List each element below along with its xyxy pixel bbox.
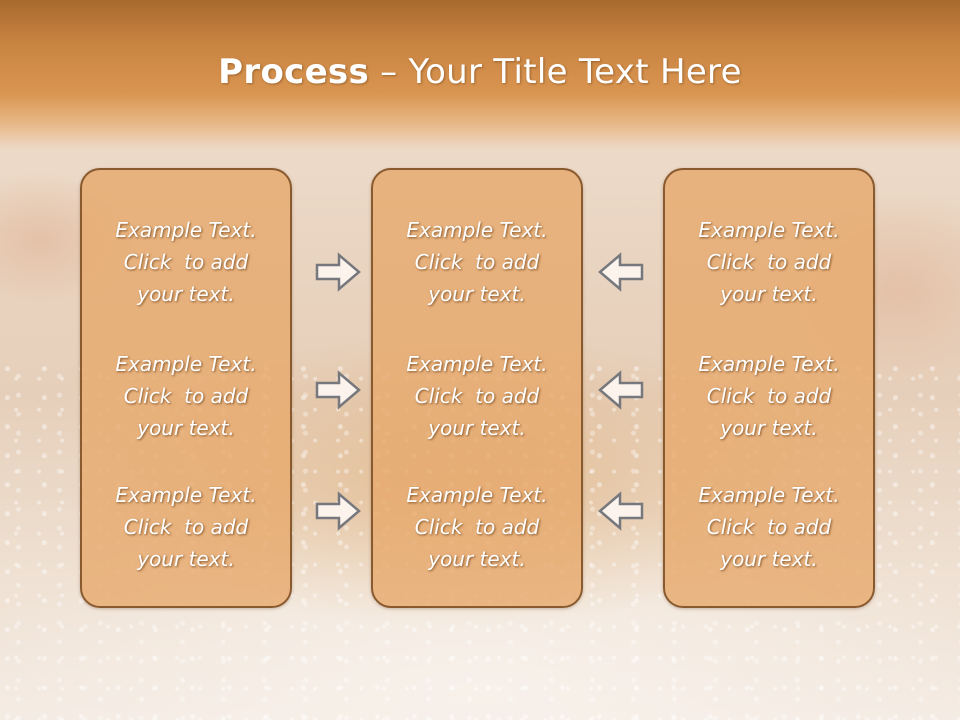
text-line: Click to add	[414, 384, 540, 408]
text-line: Example Text.	[698, 483, 840, 507]
text-line: Click to add	[123, 250, 249, 274]
text-block[interactable]: Example Text. Click to add your text.	[82, 214, 290, 310]
text-line: Click to add	[123, 515, 249, 539]
text-line: Example Text.	[115, 218, 257, 242]
right-arrow-icon[interactable]	[315, 252, 361, 292]
text-block[interactable]: Example Text. Click to add your text.	[373, 479, 581, 575]
text-block[interactable]: Example Text. Click to add your text.	[82, 348, 290, 444]
text-block[interactable]: Example Text. Click to add your text.	[373, 214, 581, 310]
text-line: Example Text.	[698, 218, 840, 242]
text-line: Click to add	[414, 515, 540, 539]
right-arrow-icon[interactable]	[315, 491, 361, 531]
left-arrow-icon[interactable]	[598, 491, 644, 531]
text-line: Click to add	[706, 515, 832, 539]
text-line: Click to add	[414, 250, 540, 274]
text-line: your text.	[137, 416, 235, 440]
text-line: your text.	[428, 416, 526, 440]
text-block[interactable]: Example Text. Click to add your text.	[373, 348, 581, 444]
slide-title[interactable]: Process – Your Title Text Here	[0, 52, 960, 92]
text-line: Example Text.	[406, 218, 548, 242]
text-line: your text.	[720, 282, 818, 306]
text-line: your text.	[137, 282, 235, 306]
text-line: your text.	[137, 547, 235, 571]
right-arrow-icon[interactable]	[315, 370, 361, 410]
text-line: Example Text.	[698, 352, 840, 376]
process-box-right[interactable]: Example Text. Click to add your text. Ex…	[663, 168, 875, 608]
title-band	[0, 0, 960, 150]
text-line: Example Text.	[115, 352, 257, 376]
text-line: Click to add	[123, 384, 249, 408]
process-box-left[interactable]: Example Text. Click to add your text. Ex…	[80, 168, 292, 608]
text-line: your text.	[428, 282, 526, 306]
title-rest: – Your Title Text Here	[369, 52, 742, 92]
text-block[interactable]: Example Text. Click to add your text.	[665, 479, 873, 575]
text-line: Click to add	[706, 384, 832, 408]
left-arrow-icon[interactable]	[598, 370, 644, 410]
text-line: Example Text.	[406, 352, 548, 376]
left-arrow-icon[interactable]	[598, 252, 644, 292]
text-line: your text.	[720, 416, 818, 440]
text-line: your text.	[720, 547, 818, 571]
text-line: Example Text.	[406, 483, 548, 507]
text-line: your text.	[428, 547, 526, 571]
text-line: Example Text.	[115, 483, 257, 507]
text-line: Click to add	[706, 250, 832, 274]
process-box-center[interactable]: Example Text. Click to add your text. Ex…	[371, 168, 583, 608]
text-block[interactable]: Example Text. Click to add your text.	[665, 348, 873, 444]
text-block[interactable]: Example Text. Click to add your text.	[665, 214, 873, 310]
text-block[interactable]: Example Text. Click to add your text.	[82, 479, 290, 575]
title-bold-word: Process	[218, 52, 370, 92]
